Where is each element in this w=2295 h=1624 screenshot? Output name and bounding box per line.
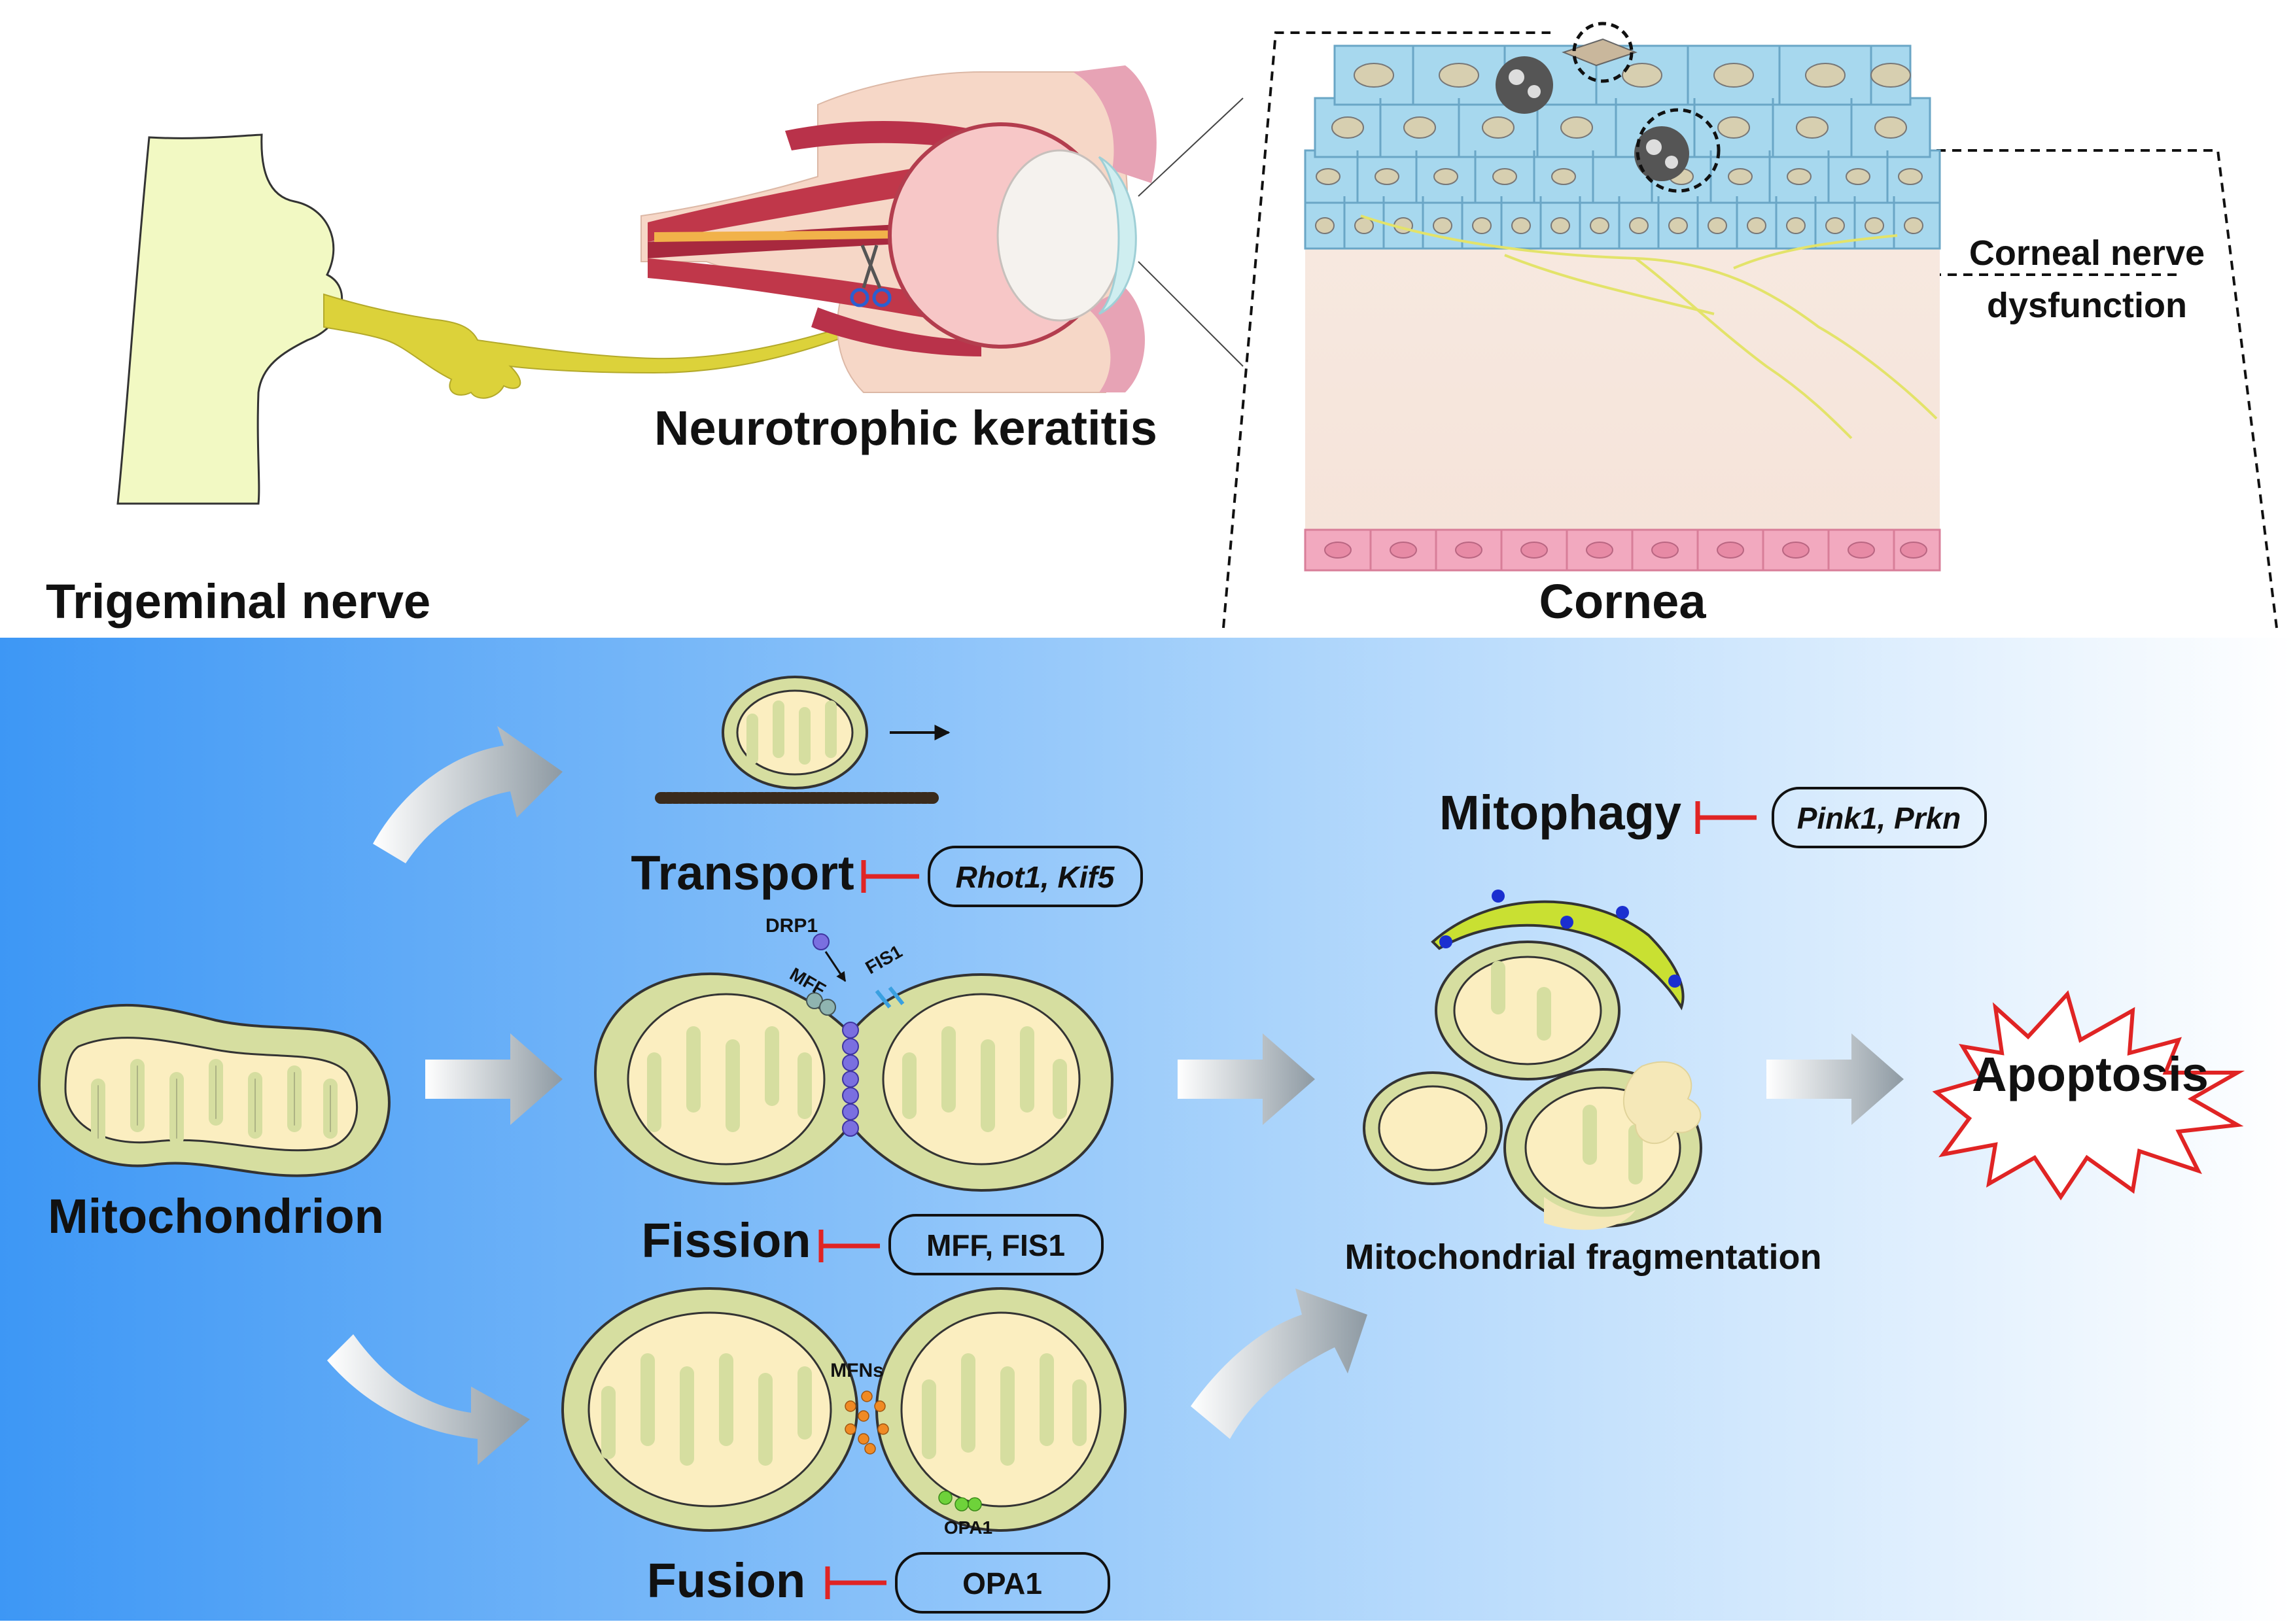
- mitochondrial-fragmentation-label: Mitochondrial fragmentation: [1345, 1237, 1822, 1277]
- mff-receptors: [806, 992, 836, 1016]
- fusion-genes-box: [895, 1552, 1110, 1614]
- mitochondrion-label: Mitochondrion: [48, 1189, 384, 1243]
- mitophagy-genes-box: [1772, 787, 1987, 848]
- drp1-ring: [813, 933, 859, 1137]
- fission-genes-box: [888, 1214, 1104, 1275]
- fusion-inhibition: [825, 1566, 886, 1599]
- endothelial-nuclei: [1324, 542, 1927, 559]
- cornea-label: Cornea: [1539, 574, 1707, 629]
- fission-inhibition: [818, 1230, 880, 1262]
- corneal-nerve-dysfunction-line1: Corneal nerve: [1969, 233, 2205, 273]
- released-matrix: [1622, 1061, 1702, 1144]
- lens: [996, 149, 1123, 322]
- corneal-nerve-dysfunction-line2: dysfunction: [1987, 286, 2187, 325]
- mitophagy-genes: Pink1, Prkn: [1797, 801, 1961, 835]
- cornea-zoom-frame: [1222, 31, 2278, 629]
- fission-illustration: [593, 933, 1114, 1192]
- transport-inhibition: [861, 860, 919, 893]
- apoptosis-label: Apoptosis: [1972, 1047, 2209, 1101]
- transport-genes-box: [928, 846, 1143, 907]
- opa1-small-label: OPA1: [944, 1517, 992, 1538]
- corneal-stroma: [1305, 216, 1940, 569]
- transport-label: Transport: [631, 846, 854, 900]
- drp1-label: DRP1: [765, 915, 818, 937]
- scissors-icon: [850, 245, 892, 307]
- transport-illustration: [655, 676, 951, 804]
- fusion-genes: OPA1: [962, 1566, 1042, 1600]
- corneal-nerve-fibers: [1360, 215, 1938, 440]
- transport-genes: Rhot1, Kif5: [956, 860, 1115, 894]
- eye-illustration: [640, 65, 1244, 393]
- fragmentation-illustration: [1363, 890, 1702, 1230]
- fission-label: Fission: [641, 1213, 811, 1268]
- pink1-parkin-dots: [1439, 890, 1681, 988]
- neurotrophic-keratitis-label: Neurotrophic keratitis: [654, 401, 1157, 455]
- mitophagy-label: Mitophagy: [1439, 786, 1681, 840]
- mitophagy-inhibition: [1695, 801, 1757, 834]
- opa1-proteins: [938, 1491, 982, 1512]
- epithelial-nuclei: [1315, 63, 1923, 234]
- phagophore: [1431, 900, 1685, 1011]
- cornea-front: [1098, 156, 1137, 315]
- flow-arrows: [327, 726, 1904, 1465]
- cornea-cross-section: [1304, 22, 1941, 572]
- damaged-cells: [1496, 22, 1721, 193]
- mitochondrion-left: [37, 1003, 391, 1177]
- apoptosis-burst-icon: [1932, 990, 2245, 1201]
- mfns-label: MFNs: [830, 1360, 884, 1381]
- trigeminal-nerve-illustration: [116, 133, 852, 505]
- fusion-illustration: [561, 1287, 1127, 1532]
- extraocular-muscles: [648, 121, 981, 356]
- fis1-receptors: [875, 986, 905, 1009]
- fission-genes: MFF, FIS1: [926, 1228, 1065, 1262]
- trigeminal-nerve-label: Trigeminal nerve: [46, 574, 430, 629]
- fusion-label: Fusion: [647, 1553, 806, 1608]
- mfn-tethers: [845, 1391, 889, 1455]
